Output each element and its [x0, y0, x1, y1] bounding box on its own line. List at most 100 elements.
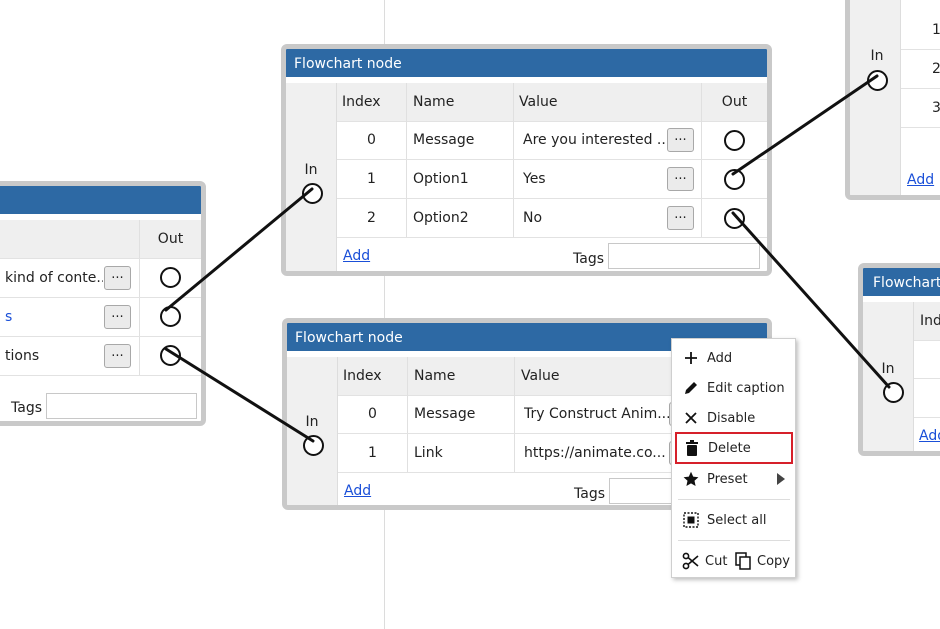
value-cell[interactable]: kind of conte...: [5, 270, 103, 286]
in-port[interactable]: [302, 183, 323, 204]
node-title[interactable]: Flowchart node: [286, 49, 767, 77]
tags-label: Tags: [573, 251, 604, 267]
edit-value-button[interactable]: ...: [104, 266, 131, 290]
table-header: Index Name Value Out: [337, 83, 767, 122]
menu-item-copy[interactable]: Copy: [732, 548, 792, 574]
name-cell[interactable]: Message: [413, 132, 475, 148]
menu-label: Select all: [707, 512, 767, 528]
table-row[interactable]: s ...: [0, 298, 201, 337]
header-index: Index: [342, 94, 381, 110]
in-label: In: [305, 414, 319, 430]
header-name: Name: [414, 368, 456, 384]
tags-label: Tags: [11, 400, 42, 416]
name-cell[interactable]: Message: [414, 406, 476, 422]
table-row[interactable]: 3: [901, 89, 940, 128]
context-menu: Add Edit caption Disable Delete Preset: [671, 338, 796, 578]
wire: [731, 211, 891, 389]
table-row[interactable]: 1: [901, 11, 940, 50]
add-row-link[interactable]: Add: [343, 248, 371, 264]
edit-value-button[interactable]: ...: [667, 167, 694, 191]
table-header: Ind: [914, 302, 940, 341]
tags-label: Tags: [574, 486, 605, 502]
in-column: [850, 0, 901, 195]
in-column: [863, 302, 914, 451]
table-row[interactable]: kind of conte... ...: [0, 259, 201, 298]
copy-icon: [732, 551, 754, 571]
tags-input[interactable]: [46, 393, 197, 419]
add-row-link[interactable]: Add: [344, 483, 372, 499]
header-out: Out: [157, 231, 184, 247]
menu-label: Edit caption: [707, 380, 785, 396]
value-cell[interactable]: Are you interested ...: [523, 132, 667, 148]
out-port[interactable]: [160, 267, 181, 288]
value-cell[interactable]: Yes: [523, 171, 546, 187]
name-cell[interactable]: Option2: [413, 210, 469, 226]
add-row-link[interactable]: Add: [907, 172, 935, 188]
out-port[interactable]: [724, 169, 745, 190]
menu-label: Delete: [708, 440, 751, 456]
value-cell[interactable]: tions: [5, 348, 40, 364]
value-cell[interactable]: s: [5, 309, 13, 325]
flowchart-node-top[interactable]: Flowchart node In Index Name Value Out 0…: [281, 44, 772, 276]
value-cell[interactable]: Try Construct Anim...: [524, 406, 670, 422]
tags-input[interactable]: [608, 243, 760, 269]
menu-item-preset[interactable]: Preset: [676, 466, 791, 492]
value-cell[interactable]: No: [523, 210, 543, 226]
wire: [164, 187, 314, 312]
index-cell: 2: [367, 210, 376, 226]
table-row[interactable]: [914, 379, 940, 418]
edit-value-button[interactable]: ...: [104, 305, 131, 329]
index-cell: 1: [932, 11, 940, 49]
submenu-arrow-icon: [777, 473, 785, 485]
out-port[interactable]: [724, 130, 745, 151]
table-header: Out: [0, 220, 201, 259]
in-label: In: [304, 162, 318, 178]
add-row-link[interactable]: Add: [919, 428, 940, 444]
star-icon: [680, 469, 702, 489]
edit-value-button[interactable]: ...: [667, 206, 694, 230]
index-cell: 0: [368, 406, 377, 422]
flowchart-node-right[interactable]: Flowchart In Ind Add: [858, 263, 940, 456]
header-value: Value: [519, 94, 558, 110]
select-all-icon: [680, 510, 702, 530]
menu-item-select-all[interactable]: Select all: [676, 507, 791, 533]
header-index: Index: [343, 368, 382, 384]
table-row[interactable]: 1 Option1 Yes ...: [337, 160, 767, 199]
name-cell[interactable]: Link: [414, 445, 443, 461]
canvas-guide-line: [384, 0, 385, 629]
table-row[interactable]: 0 Message Are you interested ... ...: [337, 121, 767, 160]
menu-item-cut[interactable]: Cut: [676, 548, 732, 574]
table-row[interactable]: [914, 340, 940, 379]
menu-label: Cut: [705, 553, 728, 569]
menu-item-delete[interactable]: Delete: [675, 432, 793, 464]
name-cell[interactable]: Option1: [413, 171, 469, 187]
table-row[interactable]: 2 Option2 No ...: [337, 199, 767, 238]
edit-value-button[interactable]: ...: [104, 344, 131, 368]
out-port[interactable]: [724, 208, 745, 229]
flowchart-node-top-right[interactable]: In 1 2 3 Add: [845, 0, 940, 200]
edit-value-button[interactable]: ...: [667, 128, 694, 152]
menu-item-disable[interactable]: Disable: [676, 405, 791, 431]
table-row[interactable]: 2: [901, 50, 940, 89]
menu-item-edit-caption[interactable]: Edit caption: [676, 375, 791, 401]
trash-icon: [681, 438, 703, 458]
index-cell: 3: [932, 89, 940, 127]
menu-label: Disable: [707, 410, 756, 426]
node-title-bar[interactable]: [0, 186, 201, 214]
header-name: Name: [413, 94, 455, 110]
wire: [164, 347, 315, 443]
index-cell: 1: [367, 171, 376, 187]
close-icon: [680, 408, 702, 428]
menu-item-add[interactable]: Add: [676, 345, 791, 371]
index-cell: 0: [367, 132, 376, 148]
value-cell[interactable]: https://animate.co...: [524, 445, 666, 461]
in-column: [286, 83, 337, 271]
flowchart-node-left[interactable]: Out kind of conte... ... s ... tions ...…: [0, 181, 206, 426]
index-cell: 2: [932, 50, 940, 88]
in-label: In: [881, 361, 895, 377]
in-port[interactable]: [303, 435, 324, 456]
menu-label: Add: [707, 350, 733, 366]
node-title[interactable]: Flowchart: [863, 268, 940, 296]
menu-label: Copy: [757, 553, 790, 569]
